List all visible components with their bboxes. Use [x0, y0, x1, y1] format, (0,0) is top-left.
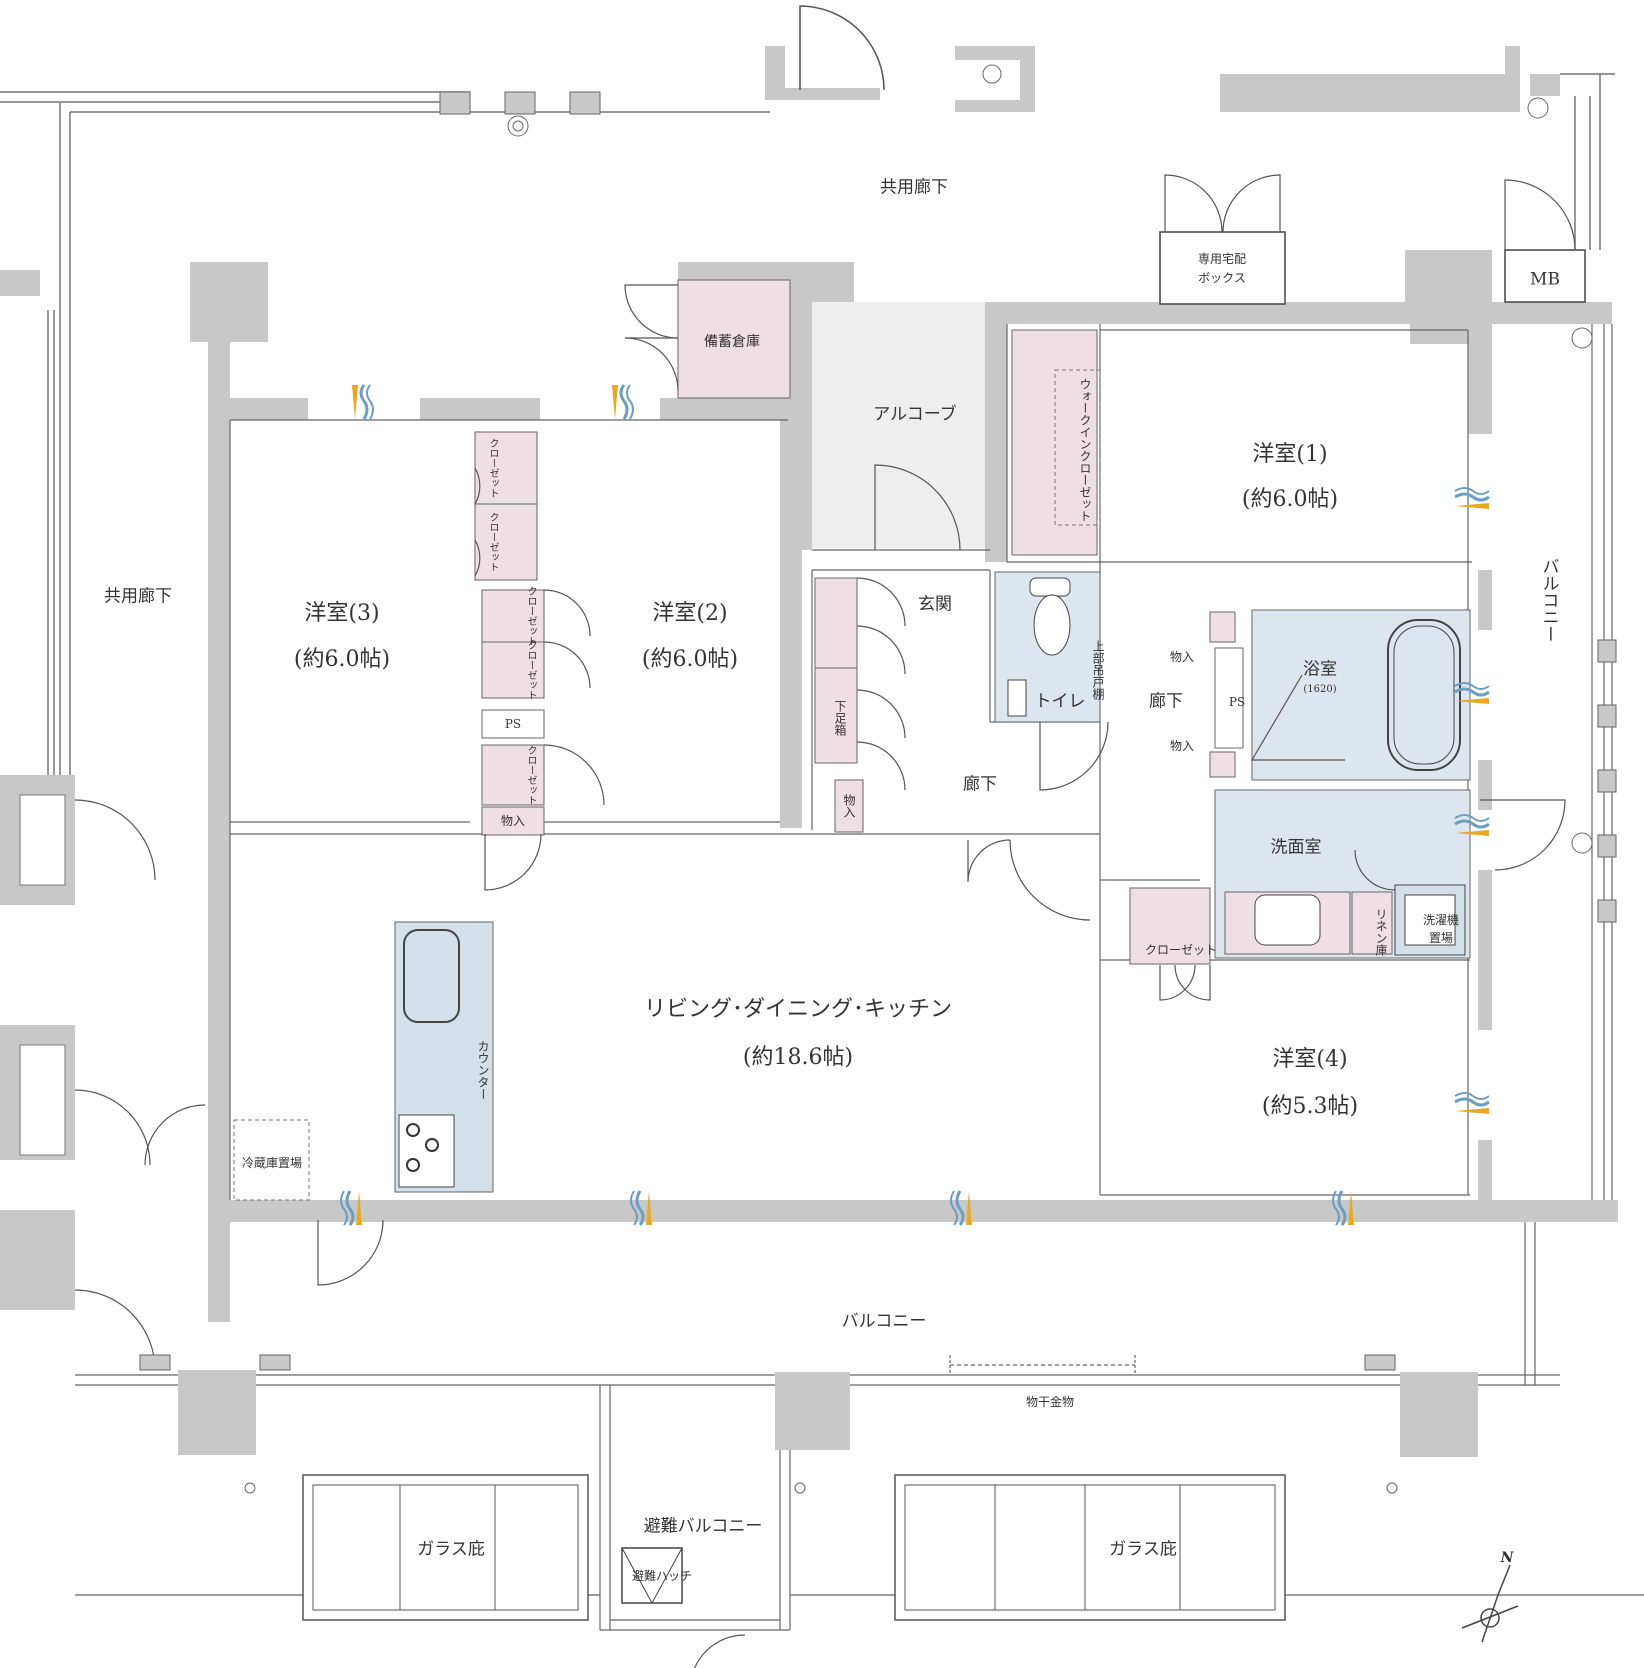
laundry-bar-label: 物干金物 [1025, 1395, 1075, 1409]
closet-label-hall: クローゼット [1144, 943, 1218, 957]
walk-in-closet-label: ウォークインクローゼット [1078, 378, 1092, 522]
room3-size: (約6.0帖) [293, 647, 391, 672]
storage-label-entrance: 物入 [842, 794, 856, 818]
closet-label-1: クローゼット [487, 438, 498, 498]
storage-label-2: 物入 [1169, 739, 1195, 753]
hall-label-2: 廊下 [963, 774, 997, 795]
linen-area [1351, 891, 1393, 955]
room3-name: 洋室(3) [304, 601, 380, 626]
alcove-label: アルコーブ [873, 404, 957, 425]
balcony-bottom-label: バルコニー [841, 1311, 927, 1332]
ps-label-left: PS [504, 717, 522, 731]
bath-area [1251, 609, 1471, 781]
bath-label: 浴室 [1303, 659, 1337, 680]
room2-size: (約6.0帖) [641, 647, 739, 672]
bath-size-label: (1620) [1303, 684, 1337, 695]
closet-label-2: クローゼット [487, 512, 498, 572]
toilet-label: トイレ [1034, 691, 1086, 712]
delivery-box-label-2: ボックス [1198, 271, 1246, 285]
delivery-box-label-1: 専用宅配 [1197, 252, 1247, 266]
closet-label-5: クローゼット [525, 745, 536, 805]
ldk-name: リビング･ダイニング･キッチン [643, 997, 953, 1022]
north-label: N [1500, 1550, 1514, 1566]
counter-label: カウンター [476, 1040, 490, 1100]
room4-name: 洋室(4) [1272, 1047, 1348, 1072]
storage-label-1: 物入 [1169, 650, 1195, 664]
north-arrow [1461, 1564, 1519, 1643]
ldk-size: (約18.6帖) [742, 1045, 854, 1070]
upper-shelf-label: 上部吊戸棚 [1091, 640, 1105, 700]
mb-label[interactable]: MB [1530, 269, 1560, 290]
entrance-label: 玄関 [918, 594, 952, 615]
linen-label: リネン庫 [1374, 908, 1388, 956]
fridge-label: 冷蔵庫置場 [241, 1156, 303, 1170]
hall-label-1: 廊下 [1149, 691, 1183, 712]
room4-size: (約5.3帖) [1261, 1094, 1359, 1119]
evac-hatch-label: 避難ハッチ [631, 1569, 693, 1583]
storage-reserve-label: 備蓄倉庫 [704, 334, 760, 350]
closet-label-4: クローゼット [525, 640, 536, 700]
left-corridor-structure [0, 91, 770, 775]
ps-label-right: PS [1228, 695, 1246, 709]
shoe-box-label: 下足箱 [833, 700, 847, 736]
corridor-left-label: 共用廊下 [104, 586, 172, 607]
washroom-label: 洗面室 [1270, 837, 1322, 858]
washer-label-2: 置場 [1428, 931, 1454, 945]
storage-reserve-area [677, 279, 791, 399]
room2-name: 洋室(2) [652, 601, 728, 626]
room1-size: (約6.0帖) [1241, 487, 1339, 512]
alcove-area [812, 302, 985, 548]
room1-name: 洋室(1) [1252, 442, 1328, 467]
washer-label-1: 洗濯機 [1422, 913, 1460, 927]
storage-label-left: 物入 [500, 814, 526, 828]
balcony-right-label: バルコニー [1538, 557, 1559, 643]
glass-canopy-label-right: ガラス庇 [1109, 1539, 1177, 1560]
closet-label-3: クローゼット [525, 586, 536, 646]
corridor-top-label: 共用廊下 [880, 177, 948, 198]
glass-canopy-label-left: ガラス庇 [417, 1539, 485, 1560]
evac-balcony-label: 避難バルコニー [643, 1516, 763, 1537]
